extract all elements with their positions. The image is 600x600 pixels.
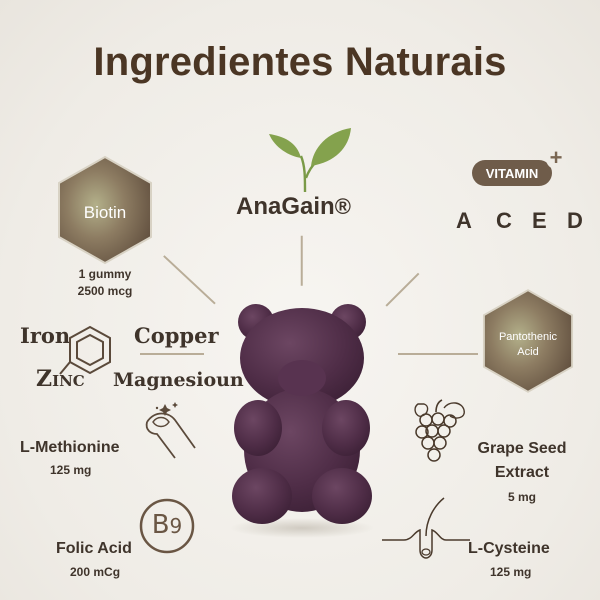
biotin-hexagon [58, 155, 152, 265]
pantothenic-hexagon [482, 289, 574, 393]
vitamin-letter: E [532, 208, 547, 233]
grape-icon [414, 399, 465, 462]
vitamin-letter: D [567, 208, 583, 233]
methionine-dose: 125 mg [50, 463, 92, 477]
grape-label-line2: Extract [494, 464, 550, 481]
folic-label: Folic Acid [56, 540, 132, 557]
methionine-label: L-Methionine [20, 439, 120, 456]
anagain-name: AnaGain [236, 193, 335, 220]
biotin-dose-line1: 1 gummy [78, 267, 132, 281]
biotin-dose-line2: 2500 mcg [77, 284, 133, 298]
leaf-icon [269, 128, 351, 193]
connector-line [301, 235, 303, 286]
anagain-label: AnaGain® [236, 193, 351, 221]
zinc-label: ZINC [36, 366, 85, 392]
grape-label-line1: Grape Seed [477, 440, 567, 457]
vitamin-letter: C [496, 208, 512, 233]
vitamin-letter: A [456, 208, 472, 233]
registered-mark: ® [334, 194, 351, 219]
cysteine-label: L-Cysteine [468, 540, 550, 557]
nail-sparkle-icon [145, 402, 196, 459]
copper-label: Copper [134, 323, 219, 348]
vitamin-badge: VITAMIN [472, 160, 552, 186]
magnesium-label: Magnesioun [113, 369, 244, 391]
connector-line [398, 353, 478, 355]
connector-line [385, 272, 420, 307]
grape-dose: 5 mg [507, 490, 536, 504]
pantothenic-line1: Pantothenic [498, 331, 558, 343]
b9-badge-icon [139, 498, 195, 554]
hair-follicle-icon [382, 497, 470, 559]
connector-line [140, 353, 204, 355]
page-title: Ingredientes Naturais [93, 40, 507, 84]
iron-label: Iron [20, 323, 71, 348]
b9-badge-text: B9 [151, 510, 183, 540]
cysteine-dose: 125 mg [490, 565, 532, 579]
biotin-label: Biotin [83, 203, 127, 222]
benzene-icon [59, 325, 111, 375]
connector-line [163, 255, 216, 305]
plus-icon: + [546, 145, 566, 170]
folic-dose: 200 mCg [70, 565, 121, 579]
pantothenic-line2: Acid [517, 346, 539, 358]
vitamin-badge-text: VITAMIN [485, 166, 539, 181]
gummy-bear-image [230, 304, 374, 538]
